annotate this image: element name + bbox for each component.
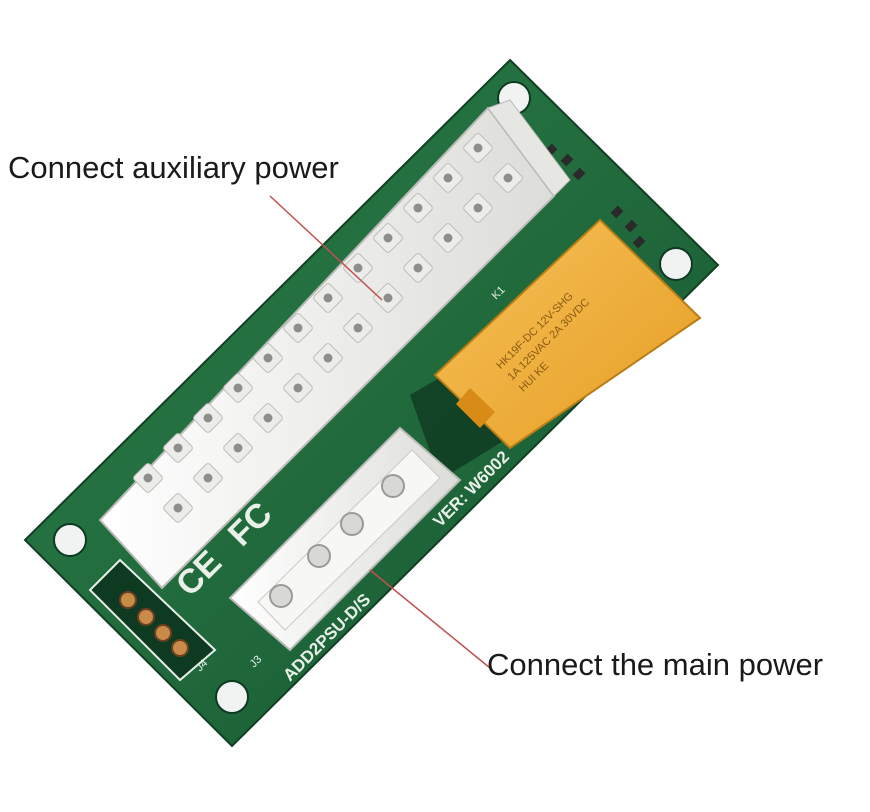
atx-pin: [413, 203, 423, 213]
relay-k1: HK19F-DC 12V-SHG 1A 125VAC 2A 30VDC HUI …: [433, 218, 702, 450]
molex-4pin-connector: [228, 426, 462, 652]
atx-pin: [323, 353, 333, 363]
atx-pin: [503, 173, 513, 183]
callout-auxiliary-power: Connect auxiliary power: [8, 150, 339, 185]
callout-main-power: Connect the main power: [487, 647, 824, 682]
atx-pin: [293, 383, 303, 393]
atx-pin: [293, 323, 303, 333]
header-pad: [154, 624, 172, 642]
molex-pin: [340, 512, 364, 536]
smd-components: [544, 143, 646, 249]
header-pad: [119, 591, 137, 609]
molex-pin: [381, 474, 405, 498]
atx-pin: [413, 263, 423, 273]
atx-pin: [203, 413, 213, 423]
atx-pin: [473, 143, 483, 153]
atx-pin: [383, 233, 393, 243]
atx-pin: [443, 233, 453, 243]
atx-pin: [353, 323, 363, 333]
atx-pin: [263, 353, 273, 363]
atx-pin: [353, 263, 363, 273]
atx-pin: [263, 413, 273, 423]
atx-pin: [233, 443, 243, 453]
atx-pin: [173, 443, 183, 453]
atx-pin: [173, 503, 183, 513]
atx-pin: [233, 383, 243, 393]
atx-pin: [383, 293, 393, 303]
pcb-board: [23, 58, 720, 748]
atx-pin-grid: [133, 133, 523, 523]
atx-pin: [143, 473, 153, 483]
atx-pin: [473, 203, 483, 213]
atx-pin: [203, 473, 213, 483]
molex-pin: [269, 584, 293, 608]
mounting-hole: [659, 247, 693, 281]
j4-header: [88, 558, 217, 682]
atx-24pin-connector: [98, 99, 571, 590]
atx-pin: [323, 293, 333, 303]
leader-line-main: [369, 569, 491, 669]
mounting-hole: [53, 523, 87, 557]
atx-pin: [443, 173, 453, 183]
mounting-hole: [215, 680, 249, 714]
header-pad: [137, 608, 155, 626]
header-pad: [171, 639, 189, 657]
leader-line-aux: [269, 195, 383, 301]
molex-pin: [307, 544, 331, 568]
